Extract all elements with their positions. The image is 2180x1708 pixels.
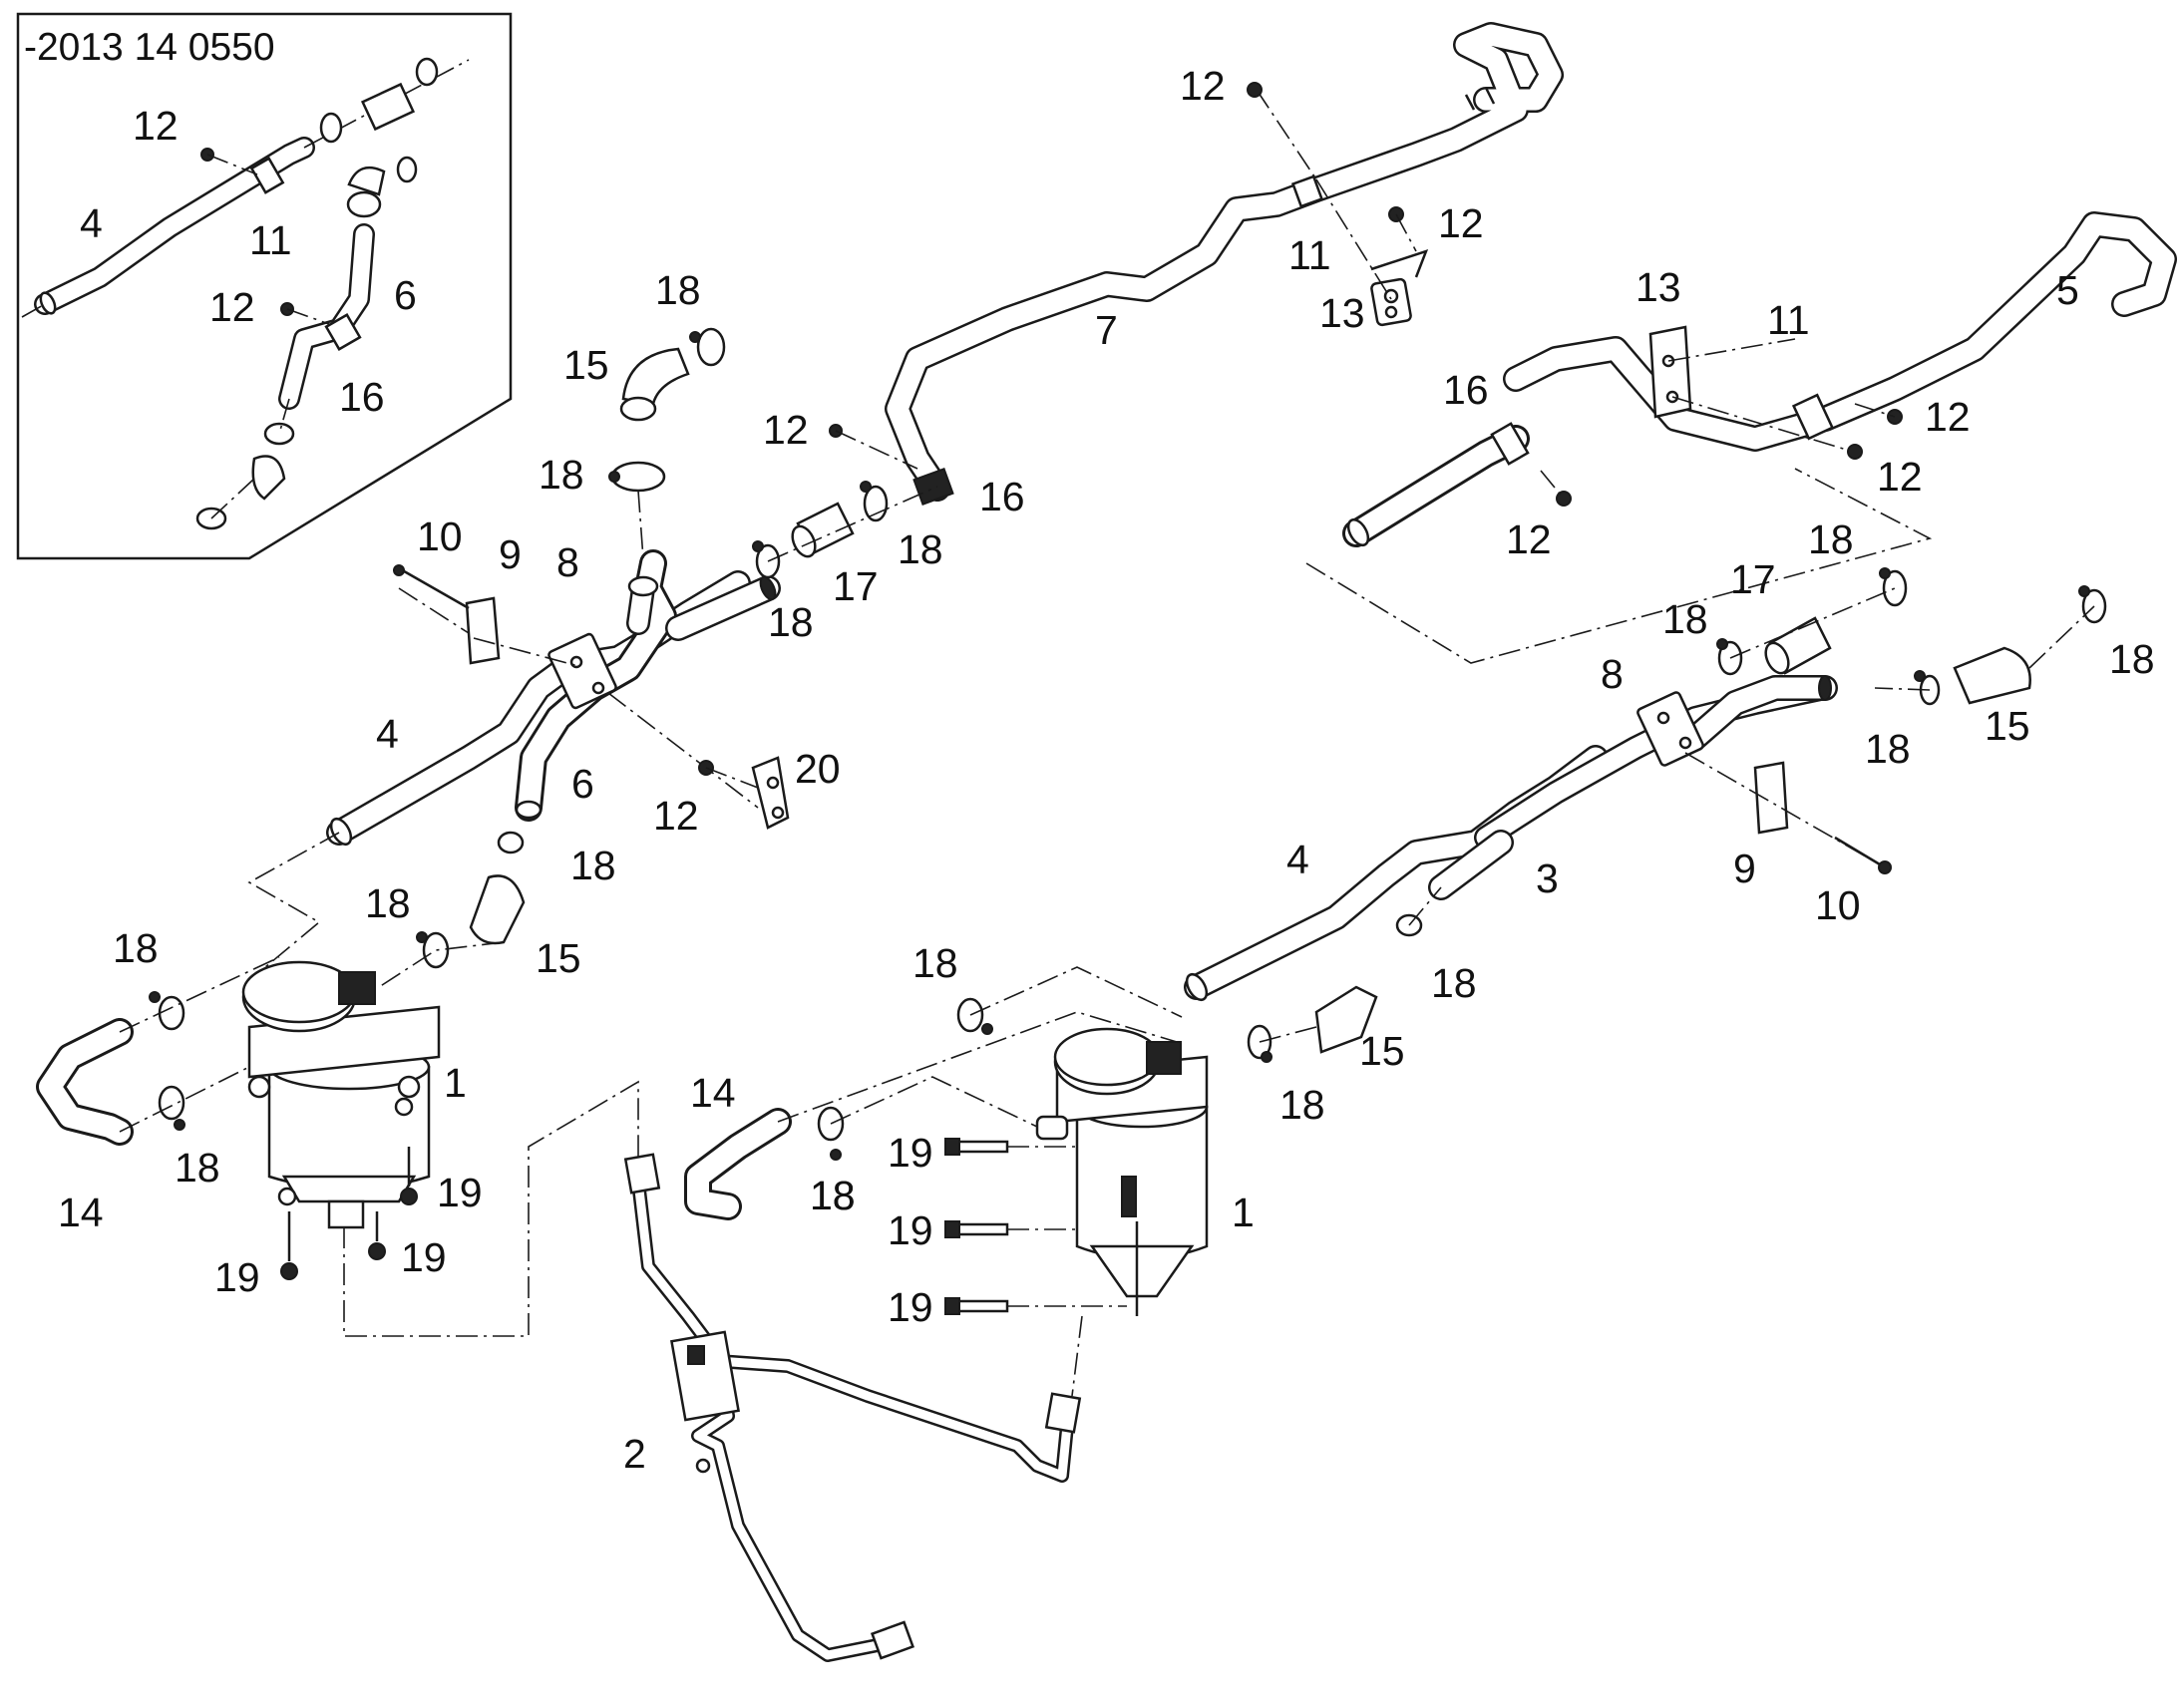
callout-11: 11 [1767, 297, 1810, 343]
callout-4: 4 [1286, 837, 1309, 882]
elbow-15-right-top [1874, 585, 2107, 706]
bracket-13-top [1247, 82, 1429, 327]
clamp-8-left [393, 564, 759, 809]
callout-18: 18 [1279, 1082, 1325, 1128]
callout-18: 18 [810, 1173, 856, 1218]
callout-19: 19 [401, 1234, 447, 1280]
callout-17: 17 [1730, 556, 1776, 602]
callout-10: 10 [1815, 882, 1861, 928]
callout-13: 13 [1635, 264, 1681, 310]
callout-18: 18 [810, 1173, 856, 1218]
callout-10: 10 [417, 513, 463, 559]
callout-15: 15 [536, 935, 581, 981]
callout-9: 9 [499, 531, 522, 577]
callout-18: 18 [113, 925, 159, 971]
callout-15: 15 [563, 342, 609, 388]
hose-14-left [36, 956, 280, 1146]
callout-19: 19 [888, 1130, 933, 1176]
hose-7 [885, 22, 1564, 506]
callout-5: 5 [2056, 267, 2079, 313]
callout-12: 12 [653, 793, 699, 839]
inset-reference: -2013 14 0550 [24, 26, 275, 69]
callout-18: 18 [1865, 726, 1911, 772]
callout-2: 2 [623, 1431, 646, 1477]
elbow-15-top [608, 327, 726, 559]
callout-18: 18 [570, 843, 616, 888]
callout-7: 7 [1095, 307, 1118, 353]
callout-4: 4 [376, 711, 399, 757]
callout-12: 12 [1180, 63, 1226, 109]
callout-8: 8 [556, 539, 579, 585]
callout-18: 18 [1431, 960, 1477, 1006]
callout-19: 19 [214, 1254, 260, 1300]
hose-right-upper [1682, 675, 1838, 751]
coupler-17-right [1716, 567, 1908, 676]
bracket-20 [698, 756, 790, 830]
callout-18: 18 [912, 940, 958, 986]
callout-18: 18 [175, 1145, 220, 1191]
callout-19: 19 [888, 1284, 933, 1330]
callout-11: 11 [1288, 232, 1331, 278]
callout-14: 14 [690, 1070, 736, 1116]
callout-20: 20 [795, 746, 841, 792]
callout-3: 3 [1536, 855, 1559, 901]
inset-hose-6 [195, 156, 418, 530]
fuel-filter-1-left [241, 960, 639, 1337]
coupler-17-left [752, 424, 938, 579]
inset-callout-6: 6 [394, 272, 417, 318]
callout-16: 16 [979, 474, 1025, 519]
callout-18: 18 [2109, 636, 2155, 682]
elbow-15-right [1247, 886, 1442, 1063]
callout-12: 12 [763, 407, 809, 453]
callout-12: 12 [1925, 394, 1971, 440]
callout-15: 15 [1985, 703, 2030, 749]
callout-1: 1 [444, 1060, 467, 1106]
inset-bolts [200, 148, 330, 325]
bolts-19-right [944, 1138, 1127, 1315]
connector-left-top [626, 575, 781, 641]
clamp-8-right [1636, 691, 1892, 874]
elbow-15-left [378, 831, 526, 988]
callout-17: 17 [833, 563, 879, 609]
callout-12: 12 [1506, 516, 1552, 562]
bracket-13-right [1540, 325, 1903, 507]
inset-callout-12-top: 12 [133, 103, 179, 149]
leader-group-right-top [1305, 468, 1933, 664]
callout-12: 12 [1438, 200, 1484, 246]
callout-15: 15 [1359, 1028, 1405, 1074]
hose-14-right [684, 966, 1183, 1220]
callout-18: 18 [539, 452, 584, 498]
callout-19: 19 [437, 1170, 483, 1215]
callout-18: 18 [898, 526, 943, 572]
inset-callout-16: 16 [339, 374, 385, 420]
callout-16: 16 [1443, 367, 1489, 413]
callout-14: 14 [58, 1190, 104, 1235]
callout-19: 19 [888, 1207, 933, 1253]
leader-left-to-filter [247, 832, 340, 973]
callout-9: 9 [1733, 846, 1756, 891]
inset-panel: -2013 14 0550 [16, 12, 513, 560]
callout-18: 18 [655, 267, 701, 313]
callout-1: 1 [1232, 1190, 1255, 1235]
inset-hose-4 [21, 57, 470, 318]
callout-18: 18 [365, 880, 411, 926]
callout-12: 12 [1877, 454, 1923, 500]
callout-6: 6 [571, 761, 594, 807]
callout-18: 18 [1808, 516, 1854, 562]
inset-callout-4: 4 [80, 200, 103, 246]
callout-18: 18 [1662, 596, 1708, 642]
inset-callout-11: 11 [249, 217, 292, 263]
hose-5 [1503, 211, 2177, 452]
callout-18: 18 [768, 599, 814, 645]
callout-8: 8 [1601, 651, 1624, 697]
pipe-2 [623, 1153, 1083, 1662]
inset-callout-12-mid: 12 [209, 284, 255, 330]
hose-16-right [1342, 422, 1530, 547]
fuel-filter-1-right [1035, 1027, 1209, 1316]
callout-13: 13 [1319, 290, 1365, 336]
